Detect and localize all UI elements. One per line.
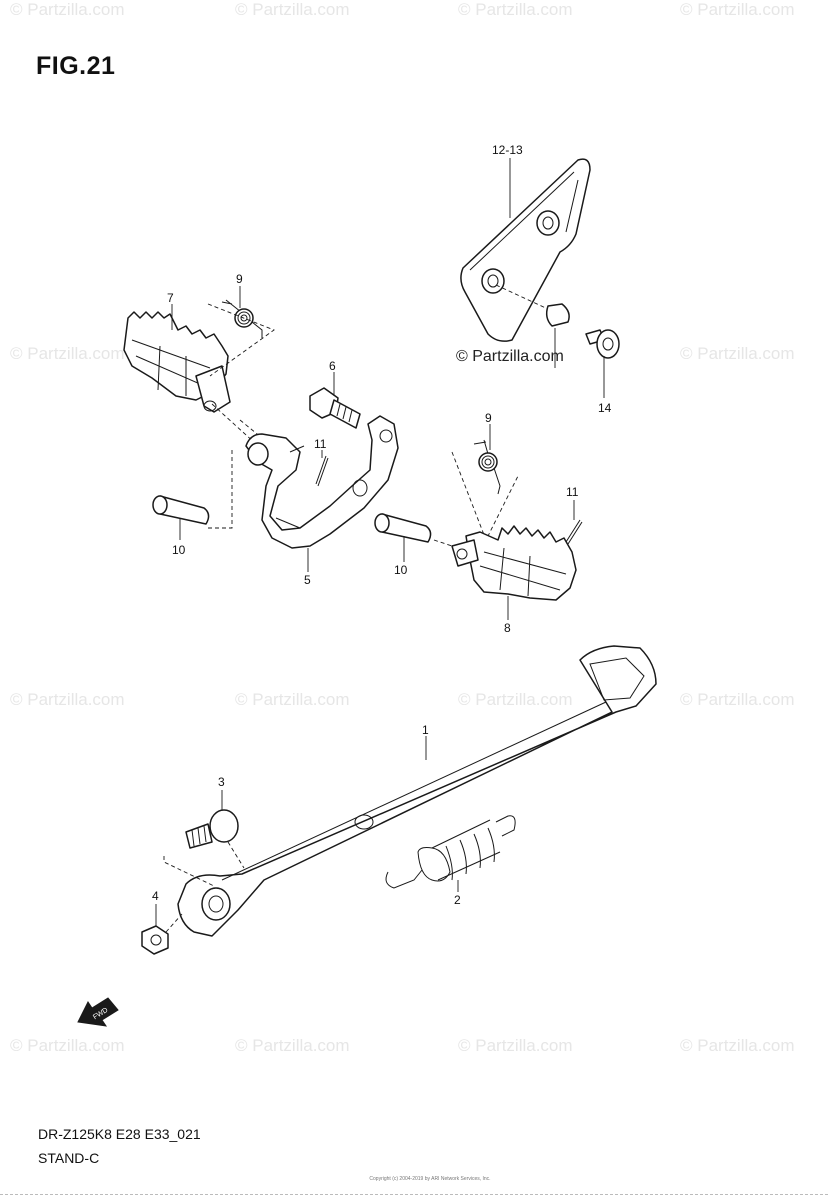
watermark: © Partzilla.com: [235, 1036, 350, 1055]
part-8-footpeg-right[interactable]: [451, 525, 577, 601]
callout-5: 5: [304, 573, 311, 587]
watermark: © Partzilla.com: [680, 0, 795, 19]
watermark: © Partzilla.com: [10, 344, 125, 363]
watermark: © Partzilla.com: [10, 690, 125, 709]
watermark: © Partzilla.com: [235, 0, 350, 19]
part-10-pin-left[interactable]: [152, 495, 210, 525]
watermark: © Partzilla.com: [680, 690, 795, 709]
callout-9-left: 9: [236, 272, 243, 286]
callout-3: 3: [218, 775, 225, 789]
part-3-bolt[interactable]: [185, 809, 239, 849]
watermark: © Partzilla.com: [10, 0, 125, 19]
figure-title: FIG.21: [36, 52, 116, 80]
part-11-cotter-pin-left[interactable]: [315, 455, 329, 487]
part-2-spring[interactable]: [385, 815, 516, 889]
fwd-arrow-icon: FWD: [77, 997, 119, 1027]
part-12-13-bracket[interactable]: [460, 158, 591, 342]
callout-2: 2: [454, 893, 461, 907]
part-5-footpeg-bracket[interactable]: [245, 415, 399, 549]
callout-10-right: 10: [394, 563, 408, 577]
model-code: DR-Z125K8 E28 E33_021: [38, 1126, 201, 1142]
callout-11-left: 11: [314, 437, 327, 451]
callout-12-13: 12-13: [492, 143, 523, 157]
callout-9-right: 9: [485, 411, 492, 425]
assembly-name: STAND-C: [38, 1150, 100, 1166]
part-11-cotter-pin-right[interactable]: [565, 519, 583, 545]
part-6-bolt[interactable]: [309, 387, 361, 429]
callout-4: 4: [152, 889, 159, 903]
part-1-side-stand[interactable]: [177, 645, 657, 937]
part-14-bolt[interactable]: [585, 329, 620, 359]
part-7-footpeg-left[interactable]: [123, 311, 231, 413]
callout-10-left: 10: [172, 543, 186, 557]
watermark: © Partzilla.com: [458, 690, 573, 709]
watermark: © Partzilla.com: [458, 0, 573, 19]
watermark: © Partzilla.com: [10, 1036, 125, 1055]
copyright-label: © Partzilla.com: [456, 348, 564, 365]
part-4-nut[interactable]: [141, 925, 169, 955]
callout-1: 1: [422, 723, 429, 737]
washer[interactable]: [545, 303, 570, 327]
watermark: © Partzilla.com: [680, 1036, 795, 1055]
part-9-spring-left[interactable]: [221, 299, 263, 338]
callout-8: 8: [504, 621, 511, 635]
part-9-spring-right[interactable]: [473, 439, 501, 495]
callout-14: 14: [598, 401, 612, 415]
fine-print: Copyright (c) 2004-2019 by ARI Network S…: [369, 1176, 491, 1182]
bottom-divider: [0, 1194, 828, 1195]
callout-6: 6: [329, 359, 336, 373]
callout-7: 7: [167, 291, 174, 305]
watermark: © Partzilla.com: [458, 1036, 573, 1055]
part-10-pin-right[interactable]: [374, 513, 432, 543]
watermark: © Partzilla.com: [235, 690, 350, 709]
callout-11-right: 11: [566, 485, 579, 499]
callouts: 12-13 14 7 9 6 11 10 5 9 11 10 8 1 3 2 4: [152, 143, 612, 907]
watermark: © Partzilla.com: [680, 344, 795, 363]
